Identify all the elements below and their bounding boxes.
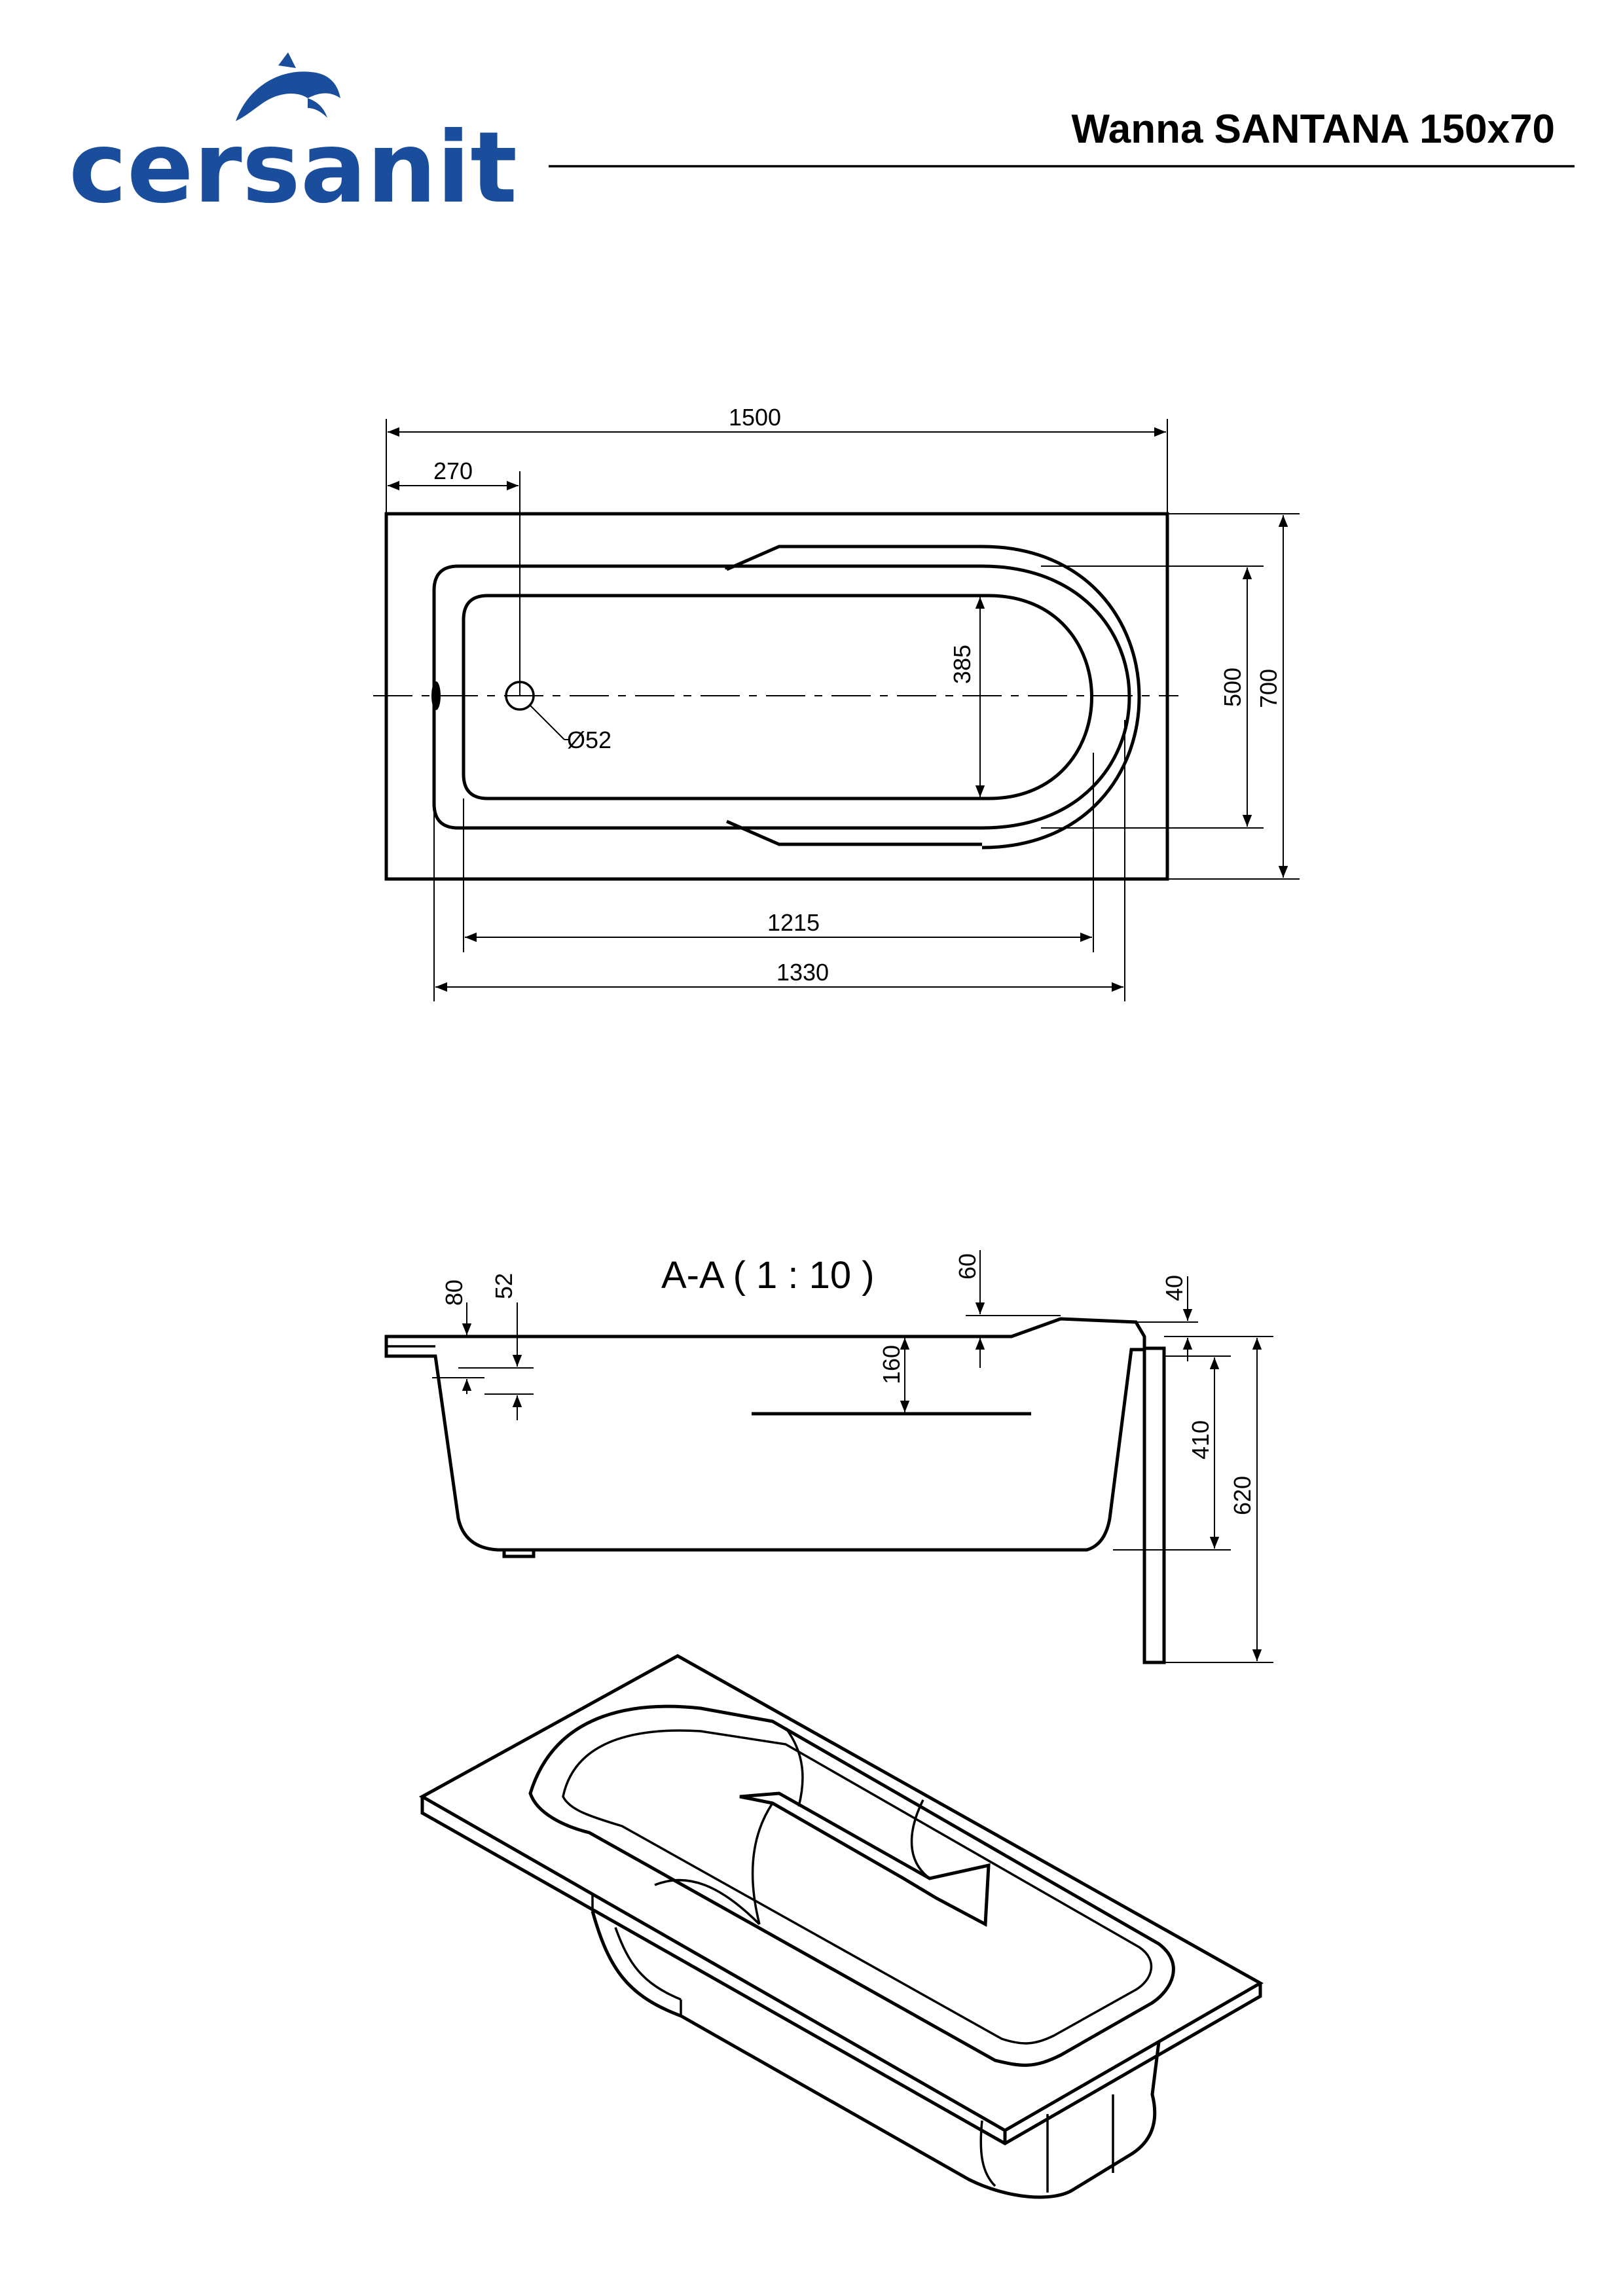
iso-rim-top (418, 1654, 1264, 2132)
dim-inner-width: 385 (949, 645, 976, 684)
dim-drain-offset: 270 (433, 457, 473, 484)
dim-40: 40 (1161, 1275, 1188, 1301)
overflow-hole (431, 681, 441, 710)
iso-armrest (739, 1791, 991, 1928)
dim-410: 410 (1187, 1420, 1214, 1460)
brand-name: cersanit (69, 111, 517, 225)
isometric-view (418, 1654, 1264, 2199)
dim-overall-length: 1500 (729, 404, 781, 431)
dim-overall-width: 700 (1255, 669, 1282, 708)
drain-leader (530, 705, 565, 740)
top-view: Ø52 1500 270 385 500 700 1215 1330 (373, 404, 1300, 1001)
dolphin-fin (278, 52, 296, 68)
section-view: A-A ( 1 : 10 ) 80 52 60 40 (384, 1250, 1273, 1664)
drawing-title: Wanna SANTANA 150x70 (1072, 107, 1555, 152)
section-label: A-A ( 1 : 10 ) (661, 1254, 875, 1297)
top-inner-contour (462, 594, 1093, 800)
section-foot (502, 1550, 536, 1558)
dim-160: 160 (878, 1345, 905, 1384)
iso-basin-outer (528, 1704, 1175, 2067)
dim-rim-80: 80 (441, 1280, 467, 1306)
top-outer-arc (981, 545, 1141, 850)
section-panel (1142, 1346, 1166, 1664)
dim-620: 620 (1229, 1476, 1256, 1515)
dim-inner-length: 1215 (767, 909, 820, 936)
dim-drain-diameter: Ø52 (567, 726, 611, 753)
top-mid-contour (432, 564, 1131, 830)
section-profile (384, 1317, 1146, 1552)
dolphin-icon (236, 71, 340, 121)
iso-body (591, 1910, 1161, 2199)
dim-60: 60 (954, 1253, 981, 1280)
brand-logo: cersanit (69, 52, 517, 225)
top-armrest-lower (725, 819, 982, 846)
top-armrest-upper (725, 545, 982, 571)
dim-mid-length: 1330 (776, 959, 829, 986)
iso-basin-inner (562, 1729, 1153, 2045)
dim-rim-52: 52 (490, 1273, 517, 1299)
dim-mid-width: 500 (1219, 668, 1246, 707)
